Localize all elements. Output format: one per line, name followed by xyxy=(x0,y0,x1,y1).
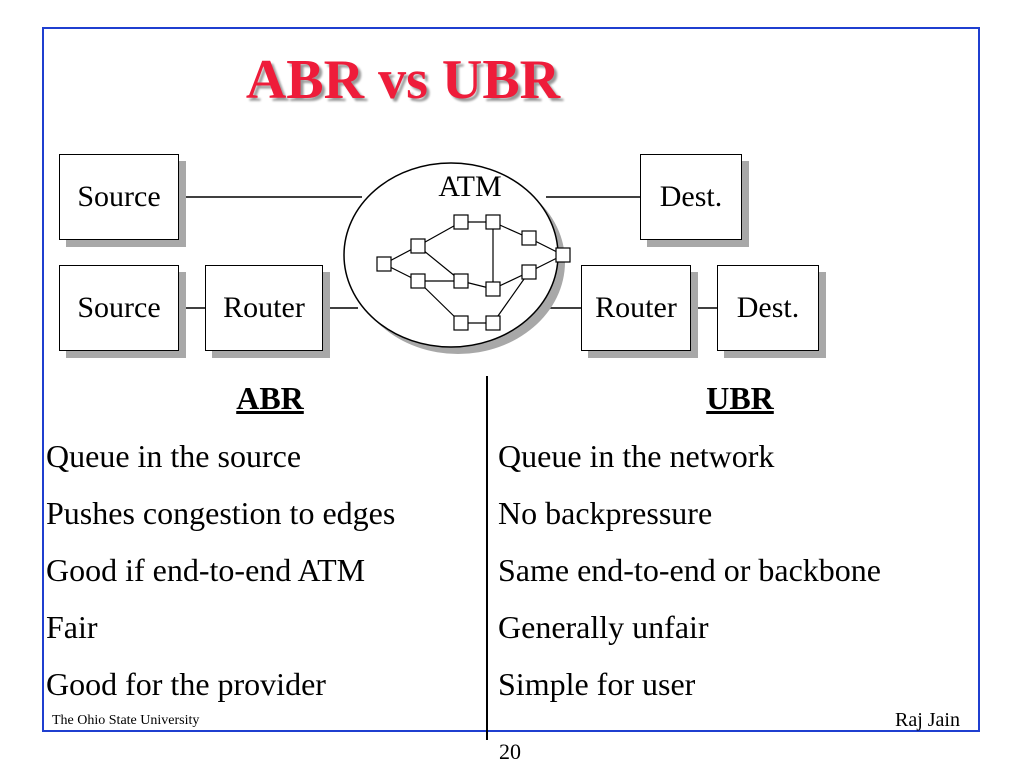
abr-item: Good if end-to-end ATM xyxy=(46,552,366,588)
slide-frame xyxy=(42,27,980,732)
footer-institution: The Ohio State University xyxy=(52,713,200,728)
ubr-item: Same end-to-end or backbone xyxy=(498,552,881,588)
ubr-item: Queue in the network xyxy=(498,438,775,474)
source-box-bottom: Source xyxy=(59,265,179,351)
footer-author: Raj Jain xyxy=(895,709,960,731)
abr-item: Pushes congestion to edges xyxy=(46,495,396,531)
router-box-right: Router xyxy=(581,265,691,351)
atm-cloud-label: ATM xyxy=(438,170,502,203)
abr-item: Fair xyxy=(46,609,98,645)
ubr-heading: UBR xyxy=(706,380,774,416)
ubr-item: No backpressure xyxy=(498,495,713,531)
slide-title: ABR vs UBR xyxy=(245,49,561,111)
abr-heading: ABR xyxy=(236,380,304,416)
dest-box-top: Dest. xyxy=(640,154,742,240)
ubr-item: Simple for user xyxy=(498,666,696,702)
dest-box-bottom: Dest. xyxy=(717,265,819,351)
column-divider xyxy=(486,376,488,740)
source-box-top: Source xyxy=(59,154,179,240)
atm-switch-nodes xyxy=(376,214,571,331)
abr-item: Good for the provider xyxy=(46,666,326,702)
abr-list: Queue in the source Pushes congestion to… xyxy=(46,432,395,717)
page-number: 20 xyxy=(499,739,521,764)
ubr-item: Generally unfair xyxy=(498,609,709,645)
ubr-list: Queue in the network No backpressure Sam… xyxy=(498,432,881,717)
abr-item: Queue in the source xyxy=(46,438,302,474)
router-box-left: Router xyxy=(205,265,323,351)
